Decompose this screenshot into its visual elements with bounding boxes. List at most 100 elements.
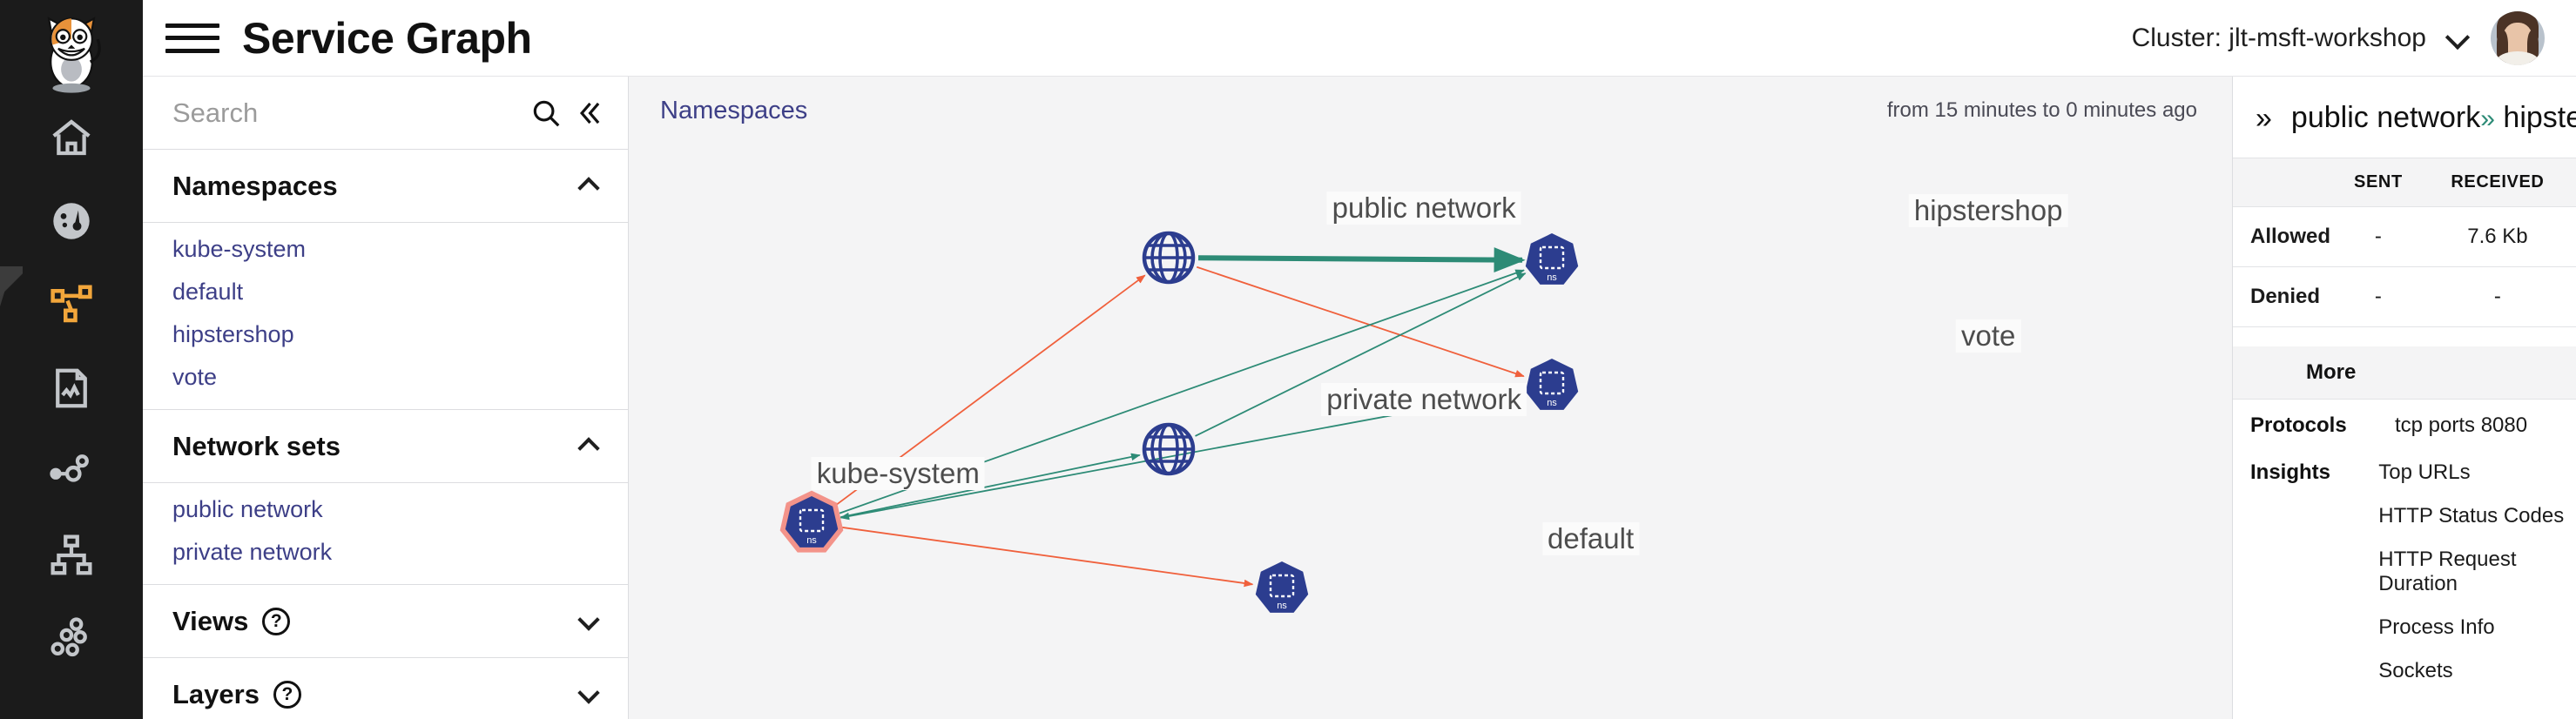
graph-edge[interactable]: [1197, 247, 1526, 272]
graph-edge[interactable]: [1195, 272, 1527, 437]
search-row: [143, 77, 628, 150]
graph-edge[interactable]: [1196, 265, 1525, 378]
graph-header: Namespaces from 15 minutes to 0 minutes …: [629, 77, 2232, 144]
chevron-up-icon[interactable]: [577, 436, 604, 460]
section-title-views: Views: [172, 605, 249, 636]
sidebar-item-dashboard[interactable]: [0, 181, 143, 265]
section-title-namespaces: Namespaces: [172, 170, 338, 201]
gauge-icon: [48, 198, 95, 249]
hamburger-icon[interactable]: [165, 18, 219, 58]
allowed-sent-value: -: [2337, 206, 2419, 267]
top-bar: Service Graph Cluster: jlt-msft-workshop: [143, 0, 2576, 77]
graph-node-vote[interactable]: ns: [1525, 359, 1579, 410]
details-title: public network» hipstershop: [2291, 101, 2576, 135]
filter-panel: Namespaces kube-system default hipstersh…: [143, 77, 629, 719]
time-range-label[interactable]: from 15 minutes to 0 minutes ago: [1886, 98, 2197, 122]
page-title: Service Graph: [242, 13, 532, 63]
graph-node-private-network[interactable]: [1142, 422, 1196, 476]
protocols-label: Protocols: [2250, 413, 2347, 437]
row-label-allowed: Allowed: [2233, 206, 2337, 267]
hierarchy-icon: [48, 532, 95, 583]
cluster-selector-label: Cluster: jlt-msft-workshop: [2131, 23, 2426, 52]
section-title-layers: Layers: [172, 678, 260, 709]
cluster-nodes-icon: [48, 615, 95, 667]
section-header-layers[interactable]: Layers ?: [143, 658, 628, 719]
graph-node-default[interactable]: ns: [1255, 561, 1309, 613]
graph-edge[interactable]: [840, 526, 1254, 588]
insight-sockets[interactable]: Sockets: [2378, 659, 2453, 682]
avatar[interactable]: [2491, 10, 2545, 65]
breadcrumb[interactable]: Namespaces: [660, 96, 808, 124]
section-header-views[interactable]: Views ?: [143, 585, 628, 658]
protocols-row: Protocols tcp ports 8080: [2233, 400, 2576, 447]
service-graph-icon: [48, 281, 95, 333]
insight-http-status-codes[interactable]: HTTP Status Codes: [2378, 504, 2565, 527]
protocols-value-list: tcp ports 8080: [2395, 413, 2527, 438]
selected-node-highlight: [779, 490, 844, 553]
calico-cat-logo[interactable]: [24, 3, 119, 97]
node-badge: ns: [1547, 272, 1557, 283]
cluster-selector[interactable]: Cluster: jlt-msft-workshop: [2132, 24, 2468, 53]
filter-item-default[interactable]: default: [172, 279, 244, 305]
insight-http-request-duration[interactable]: HTTP Request Duration: [2378, 548, 2517, 595]
protocols-value: tcp ports 8080: [2395, 413, 2528, 437]
insight-process-info[interactable]: Process Info: [2378, 615, 2495, 639]
graph-node-public-network[interactable]: [1142, 231, 1196, 285]
node-network-icon: [48, 448, 95, 500]
double-chevron-left-icon[interactable]: [571, 93, 605, 133]
column-header-blank: [2233, 158, 2337, 207]
graph-nodes: ns ns ns ns: [779, 231, 1579, 613]
sidebar-item-logs[interactable]: [0, 348, 143, 432]
document-chart-icon: [48, 365, 95, 416]
double-chevron-right-icon[interactable]: »: [2256, 101, 2272, 135]
table-row: Allowed - 7.6 Kb: [2233, 206, 2576, 267]
namespace-list: kube-system default hipstershop vote: [143, 223, 628, 410]
home-icon: [48, 114, 95, 165]
node-label-hipstershop: hipstershop: [1908, 194, 2068, 227]
table-row: Denied - -: [2233, 266, 2576, 327]
column-header-received: RECEIVED: [2418, 158, 2576, 207]
allowed-received-value: 7.6 Kb: [2418, 206, 2576, 267]
service-graph-pane: Namespaces from 15 minutes to 0 minutes …: [629, 77, 2232, 719]
chevron-up-icon[interactable]: [577, 176, 604, 199]
sidebar-item-policies[interactable]: [0, 515, 143, 599]
search-input[interactable]: [172, 97, 520, 129]
traffic-table: SENT RECEIVED Allowed - 7.6 Kb Denied - …: [2233, 158, 2576, 327]
help-icon[interactable]: ?: [273, 680, 301, 709]
section-header-namespaces[interactable]: Namespaces: [143, 150, 628, 223]
chevron-down-icon[interactable]: [577, 681, 604, 704]
icon-rail: [0, 0, 143, 719]
sidebar-item-home[interactable]: [0, 97, 143, 181]
insights-label: Insights: [2250, 460, 2331, 484]
details-header: » public network» hipstershop: [2233, 77, 2576, 158]
details-panel: » public network» hipstershop SENT RECEI…: [2232, 77, 2576, 719]
filter-item-public-network[interactable]: public network: [172, 496, 323, 522]
graph-edge[interactable]: [840, 453, 1141, 518]
graph-node-hipstershop[interactable]: ns: [1525, 233, 1579, 285]
graph-node-kube-system[interactable]: ns: [779, 490, 844, 553]
filter-item-private-network[interactable]: private network: [172, 539, 333, 565]
topbar-right: Cluster: jlt-msft-workshop: [2132, 10, 2576, 65]
sidebar-item-clusters[interactable]: [0, 599, 143, 682]
filter-item-hipstershop[interactable]: hipstershop: [172, 321, 294, 347]
denied-sent-value: -: [2337, 266, 2419, 327]
help-icon[interactable]: ?: [262, 607, 291, 635]
section-header-network-sets[interactable]: Network sets: [143, 410, 628, 483]
more-section-header[interactable]: More: [2233, 346, 2576, 400]
sidebar-item-network-sets[interactable]: [0, 432, 143, 515]
node-label-default: default: [1542, 522, 1640, 555]
section-title-network-sets: Network sets: [172, 430, 341, 461]
node-badge: ns: [806, 535, 817, 546]
details-title-separator: »: [2480, 104, 2495, 133]
sidebar-item-service-graph[interactable]: [0, 265, 143, 348]
insight-top-urls[interactable]: Top URLs: [2378, 460, 2471, 484]
filter-item-vote[interactable]: vote: [172, 364, 218, 390]
denied-received-value: -: [2418, 266, 2576, 327]
chevron-down-icon[interactable]: [577, 608, 604, 631]
search-icon[interactable]: [529, 93, 563, 133]
row-label-denied: Denied: [2233, 266, 2337, 327]
filter-item-kube-system[interactable]: kube-system: [172, 236, 307, 262]
column-header-sent: SENT: [2337, 158, 2419, 207]
